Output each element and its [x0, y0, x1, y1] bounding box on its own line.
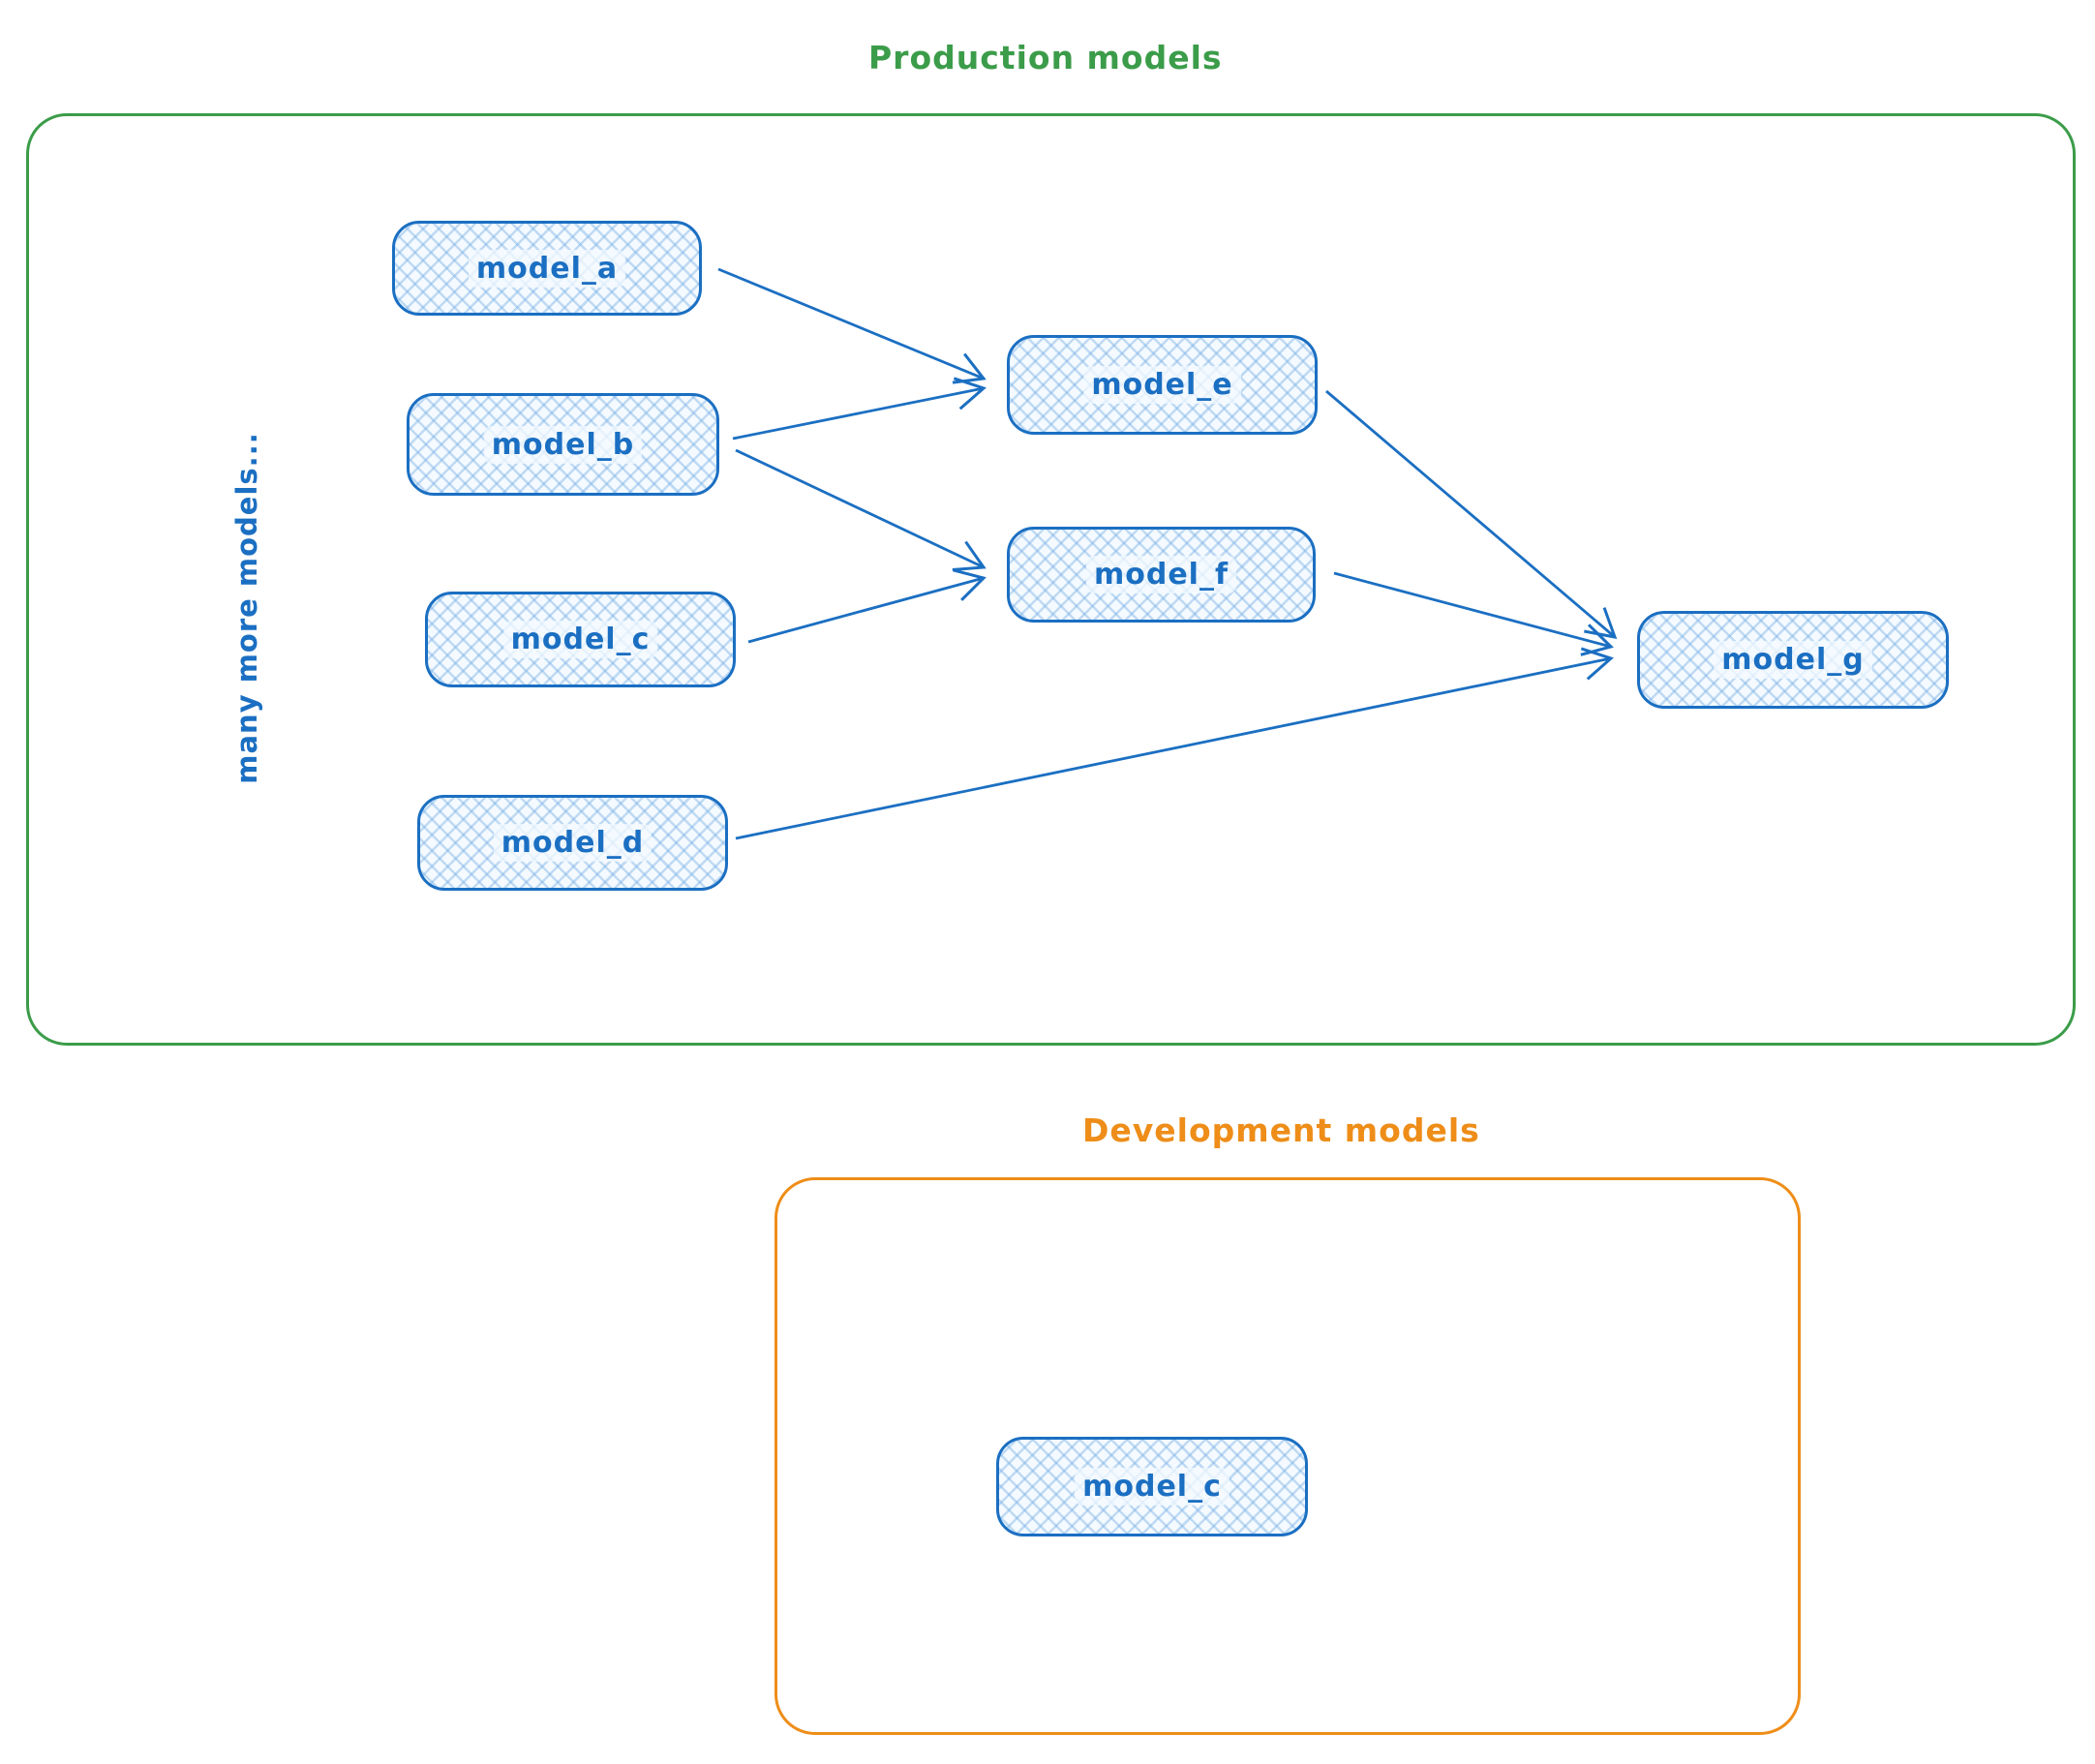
arrow-model_f-to-model_g[interactable]: [1333, 571, 1614, 656]
arrow-model_d-to-model_g[interactable]: [735, 647, 1614, 840]
node-model-a-label: model_a: [468, 249, 626, 288]
node-model-f[interactable]: model_f: [1007, 527, 1316, 623]
arrow-model_b-to-model_e[interactable]: [732, 377, 987, 441]
node-model-e-label: model_e: [1083, 366, 1241, 404]
node-model-e[interactable]: model_e: [1007, 335, 1318, 435]
node-model-a[interactable]: model_a: [392, 221, 702, 316]
node-model-g-label: model_g: [1714, 641, 1872, 679]
arrow-model_e-to-model_g[interactable]: [1325, 389, 1618, 639]
arrow-model_b-to-model_f[interactable]: [735, 448, 987, 571]
node-model-b-label: model_b: [483, 425, 643, 464]
production-group-frame[interactable]: [26, 113, 2076, 1046]
node-model-c-label: model_c: [502, 621, 658, 658]
development-group-frame[interactable]: [774, 1177, 1801, 1735]
node-model-d-label: model_d: [493, 824, 653, 862]
node-model-c-development-label: model_c: [1075, 1468, 1230, 1505]
node-model-b[interactable]: model_b: [407, 393, 719, 496]
node-model-f-label: model_f: [1085, 556, 1237, 593]
node-model-g[interactable]: model_g: [1637, 611, 1949, 709]
node-model-d[interactable]: model_d: [417, 795, 728, 891]
arrow-model_c-to-model_f[interactable]: [747, 568, 987, 644]
development-group-title[interactable]: Development models: [1082, 1111, 1480, 1149]
node-model-c[interactable]: model_c: [425, 592, 736, 687]
node-model-c-development[interactable]: model_c: [996, 1437, 1308, 1536]
arrow-model_a-to-model_e[interactable]: [717, 267, 987, 384]
production-group-title[interactable]: Production models: [868, 39, 1223, 76]
